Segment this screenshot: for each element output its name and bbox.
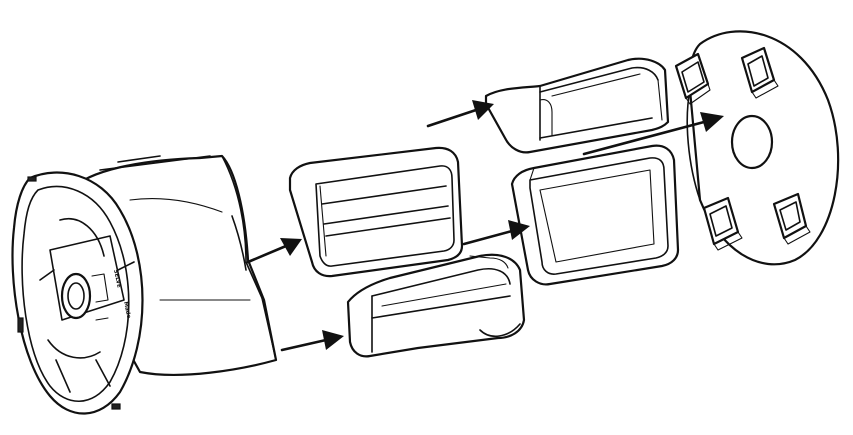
lug-top-left — [674, 52, 711, 105]
flange-tab — [17, 317, 24, 333]
lug-bottom-left — [702, 196, 743, 251]
body-marking-1: SELVE — [112, 269, 122, 289]
center-hole — [730, 114, 774, 170]
body-marking-2: Made — [122, 301, 131, 319]
end-disc-plate — [674, 30, 840, 266]
arrow-to-top-wedge — [426, 100, 494, 128]
top-wedge-insert — [484, 57, 670, 154]
flange-notch — [27, 176, 37, 182]
bottom-wedge-insert — [346, 253, 526, 358]
tapered-block-insert — [510, 144, 680, 286]
arrow-into-body-lower — [280, 330, 344, 352]
arrow-to-end-disc — [582, 112, 724, 156]
arrow-into-body-upper — [246, 238, 302, 264]
lug-top-right — [740, 46, 779, 99]
hub-bore — [60, 272, 92, 320]
arrow-to-tapered-block — [462, 220, 530, 246]
flange-notch-bottom — [111, 403, 121, 410]
lug-bottom-right — [772, 192, 811, 245]
center-block-insert — [288, 146, 464, 278]
main-adapter-body: SELVE Made — [11, 154, 278, 415]
